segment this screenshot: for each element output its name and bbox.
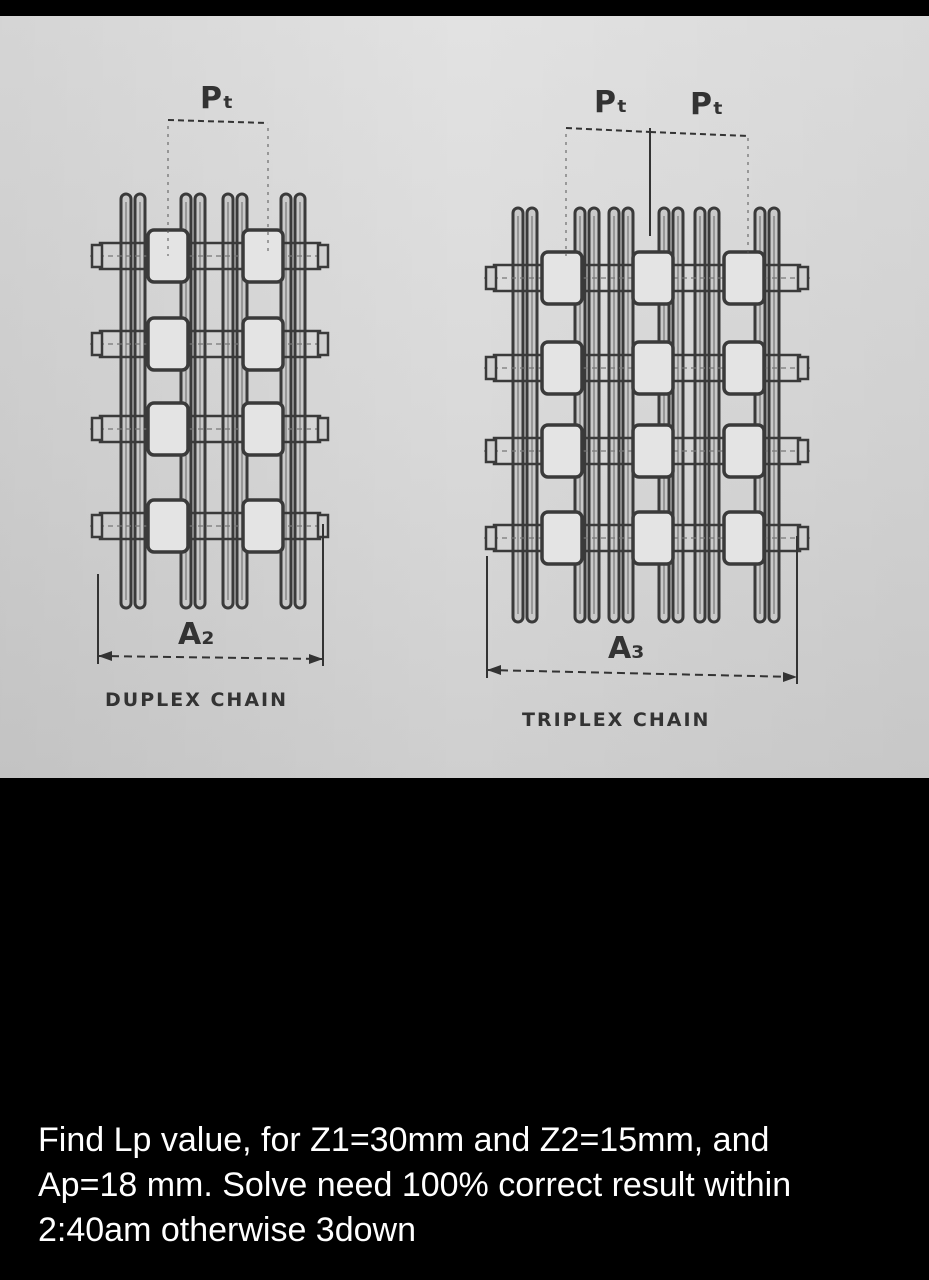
triplex-pin-end [484, 355, 498, 381]
triplex-roller [540, 510, 584, 566]
duplex-pin-end [90, 513, 104, 539]
duplex-pitch-label: Pₜ [200, 81, 234, 116]
duplex-pin-end [316, 416, 330, 442]
triplex-roller [722, 510, 766, 566]
triplex-roller [722, 340, 766, 396]
triplex-pin-end [484, 438, 498, 464]
question-text: Find Lp value, for Z1=30mm and Z2=15mm, … [38, 1118, 908, 1253]
triplex-width-dimension [486, 536, 798, 684]
triplex-roller [540, 250, 584, 306]
duplex-caption: DUPLEX CHAIN [105, 689, 288, 711]
triplex-roller [631, 250, 675, 306]
duplex-roller [241, 498, 285, 554]
triplex-roller [722, 423, 766, 479]
triplex-roller [540, 340, 584, 396]
triplex-pin-end [796, 265, 810, 291]
question-line-1: Find Lp value, for Z1=30mm and Z2=15mm, … [38, 1121, 770, 1159]
duplex-chain [90, 192, 330, 610]
triplex-pin-end [484, 265, 498, 291]
chain-diagram: Pₜ A₂ DUPLEX CHAIN Pₜ Pₜ A₃ TRIPL [0, 16, 929, 778]
triplex-pitch-label-2: Pₜ [690, 87, 724, 122]
chain-diagram-photo: Pₜ A₂ DUPLEX CHAIN Pₜ Pₜ A₃ TRIPL [0, 16, 929, 778]
duplex-pitch-dimension [167, 119, 269, 256]
triplex-pin-end [484, 525, 498, 551]
duplex-pin-end [90, 243, 104, 269]
question-line-3: 2:40am otherwise 3down [38, 1211, 417, 1249]
triplex-roller [631, 340, 675, 396]
triplex-roller [631, 510, 675, 566]
duplex-roller [241, 228, 285, 284]
triplex-pitch-label-1: Pₜ [594, 85, 628, 120]
duplex-pin-end [90, 331, 104, 357]
duplex-roller [146, 401, 190, 457]
triplex-roller [722, 250, 766, 306]
triplex-width-label: A₃ [608, 631, 644, 666]
triplex-roller [540, 423, 584, 479]
duplex-roller [241, 316, 285, 372]
triplex-pitch-dimension [565, 127, 749, 256]
triplex-pin-end [796, 525, 810, 551]
triplex-chain [484, 206, 810, 624]
question-line-2: Ap=18 mm. Solve need 100% correct result… [38, 1166, 792, 1204]
triplex-roller [631, 423, 675, 479]
triplex-caption: TRIPLEX CHAIN [522, 709, 710, 731]
duplex-roller [146, 316, 190, 372]
duplex-roller [241, 401, 285, 457]
triplex-pin-end [796, 355, 810, 381]
duplex-pin-end [90, 416, 104, 442]
duplex-width-label: A₂ [178, 617, 214, 652]
triplex-pin-end [796, 438, 810, 464]
duplex-pin-end [316, 331, 330, 357]
duplex-width-dimension [97, 524, 324, 666]
duplex-roller [146, 498, 190, 554]
duplex-pin-end [316, 243, 330, 269]
